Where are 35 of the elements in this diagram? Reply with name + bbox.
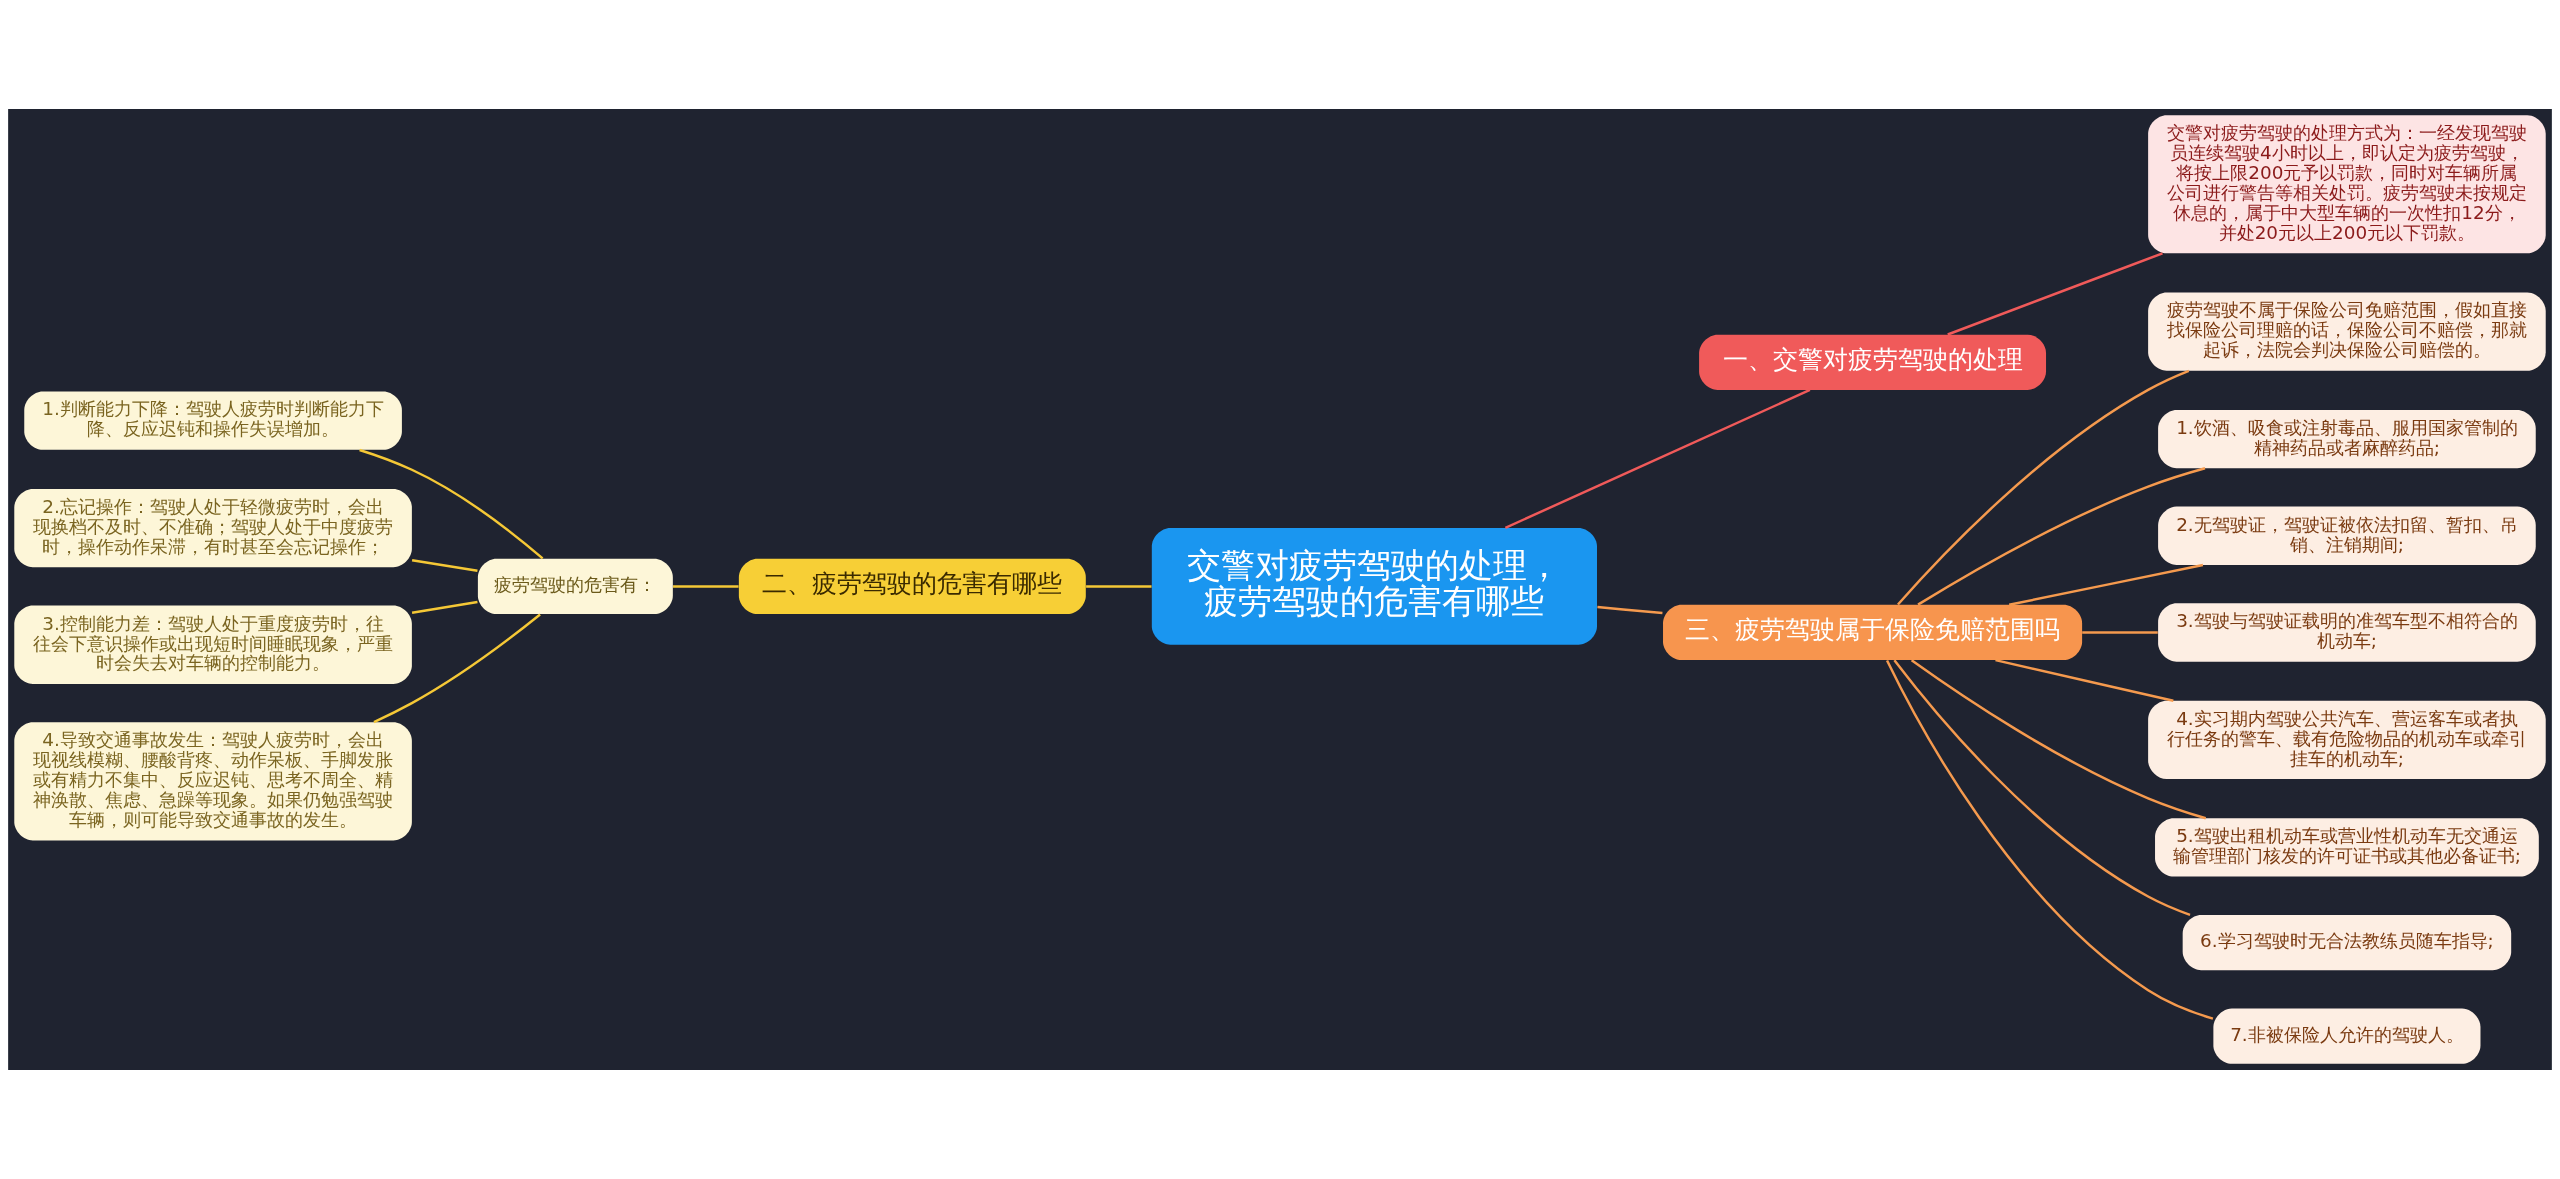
- node-box: 三、疲劳驾驶属于保险免赔范围吗: [1663, 604, 2083, 661]
- connector: [1947, 252, 2163, 336]
- node-box: 交警对疲劳驾驶的处理方式为：一经发现驾驶员连续驾驶4小时以上，即认定为疲劳驾驶，将按上限200元予以罚款，同时对车辆所属公司进行警告等相关处罚。疲劳驾驶未按规定休息的，属于中大型车辆的一次性扣12分，并处20元以上200元以下罚款。: [2148, 115, 2546, 254]
- connector: [1893, 659, 2191, 916]
- node-box: 7.非被保险人允许的驾驶人。: [2213, 1008, 2481, 1064]
- node-box: 2.忘记操作：驾驶人处于轻微疲劳时，会出现换档不及时、不准确；驾驶人处于中度疲劳时，操作动作呆滞，有时甚至会忘记操作；: [14, 488, 412, 568]
- node-box: 3.控制能力差：驾驶人处于重度疲劳时，往往会下意识操作或出现短时间睡眠现象，严重时会失去对车辆的控制能力。: [14, 605, 412, 684]
- node-box: 5.驾驶出租机动车或营业性机动车无交通运输管理部门核发的许可证书或其他必备证书;: [2155, 818, 2539, 877]
- connector: [1897, 369, 2190, 606]
- node-box: 2.无驾驶证，驾驶证被依法扣留、暂扣、吊销、注销期间;: [2158, 506, 2536, 565]
- node-box: 疲劳驾驶不属于保险公司免赔范围，假如直接找保险公司理赔的话，保险公司不赔偿，那就起诉，法院会判决保险公司赔偿的。: [2148, 292, 2546, 371]
- node-box: 交警对疲劳驾驶的处理，疲劳驾驶的危害有哪些: [1151, 528, 1597, 645]
- connector: [1910, 659, 2207, 820]
- connector: [1995, 658, 2174, 702]
- connector: [411, 600, 478, 614]
- node-box: 一、交警对疲劳驾驶的处理: [1699, 334, 2047, 390]
- node-box: 4.导致交通事故发生：驾驶人疲劳时，会出现视线模糊、腰酸背疼、动作呆板、手脚发胀或有精力不集中、反应迟钝、思考不周全、精神涣散、焦虑、急躁等现象。如果仍勉强驾驶车辆，则可能导致交通事故的发生。: [14, 722, 412, 841]
- node-box: 二、疲劳驾驶的危害有哪些: [738, 558, 1086, 615]
- connector: [2008, 563, 2204, 606]
- connector: [673, 585, 739, 588]
- node-box: 4.实习期内驾驶公共汽车、营运客车或者执行任务的警车、载有危险物品的机动车或牵引挂车的机动车;: [2148, 700, 2546, 780]
- node-box: 1.判断能力下降：驾驶人疲劳时判断能力下降、反应迟钝和操作失误增加。: [24, 391, 402, 450]
- connector: [1885, 660, 2214, 1020]
- connector: [1086, 585, 1152, 588]
- connector: [359, 448, 544, 560]
- connector: [1917, 467, 2206, 606]
- node-box: 6.学习驾驶时无合法教练员随车指导;: [2182, 914, 2512, 971]
- connector: [2082, 631, 2158, 634]
- connector: [1504, 388, 1811, 529]
- node-box: 1.饮酒、吸食或注射毒品、服用国家管制的精神药品或者麻醉药品;: [2158, 409, 2536, 469]
- node-box: 疲劳驾驶的危害有：: [477, 558, 673, 615]
- connector: [373, 613, 541, 724]
- connector: [411, 558, 478, 572]
- connector: [1597, 605, 1663, 615]
- node-box: 3.驾驶与驾驶证载明的准驾车型不相符合的机动车;: [2158, 603, 2536, 662]
